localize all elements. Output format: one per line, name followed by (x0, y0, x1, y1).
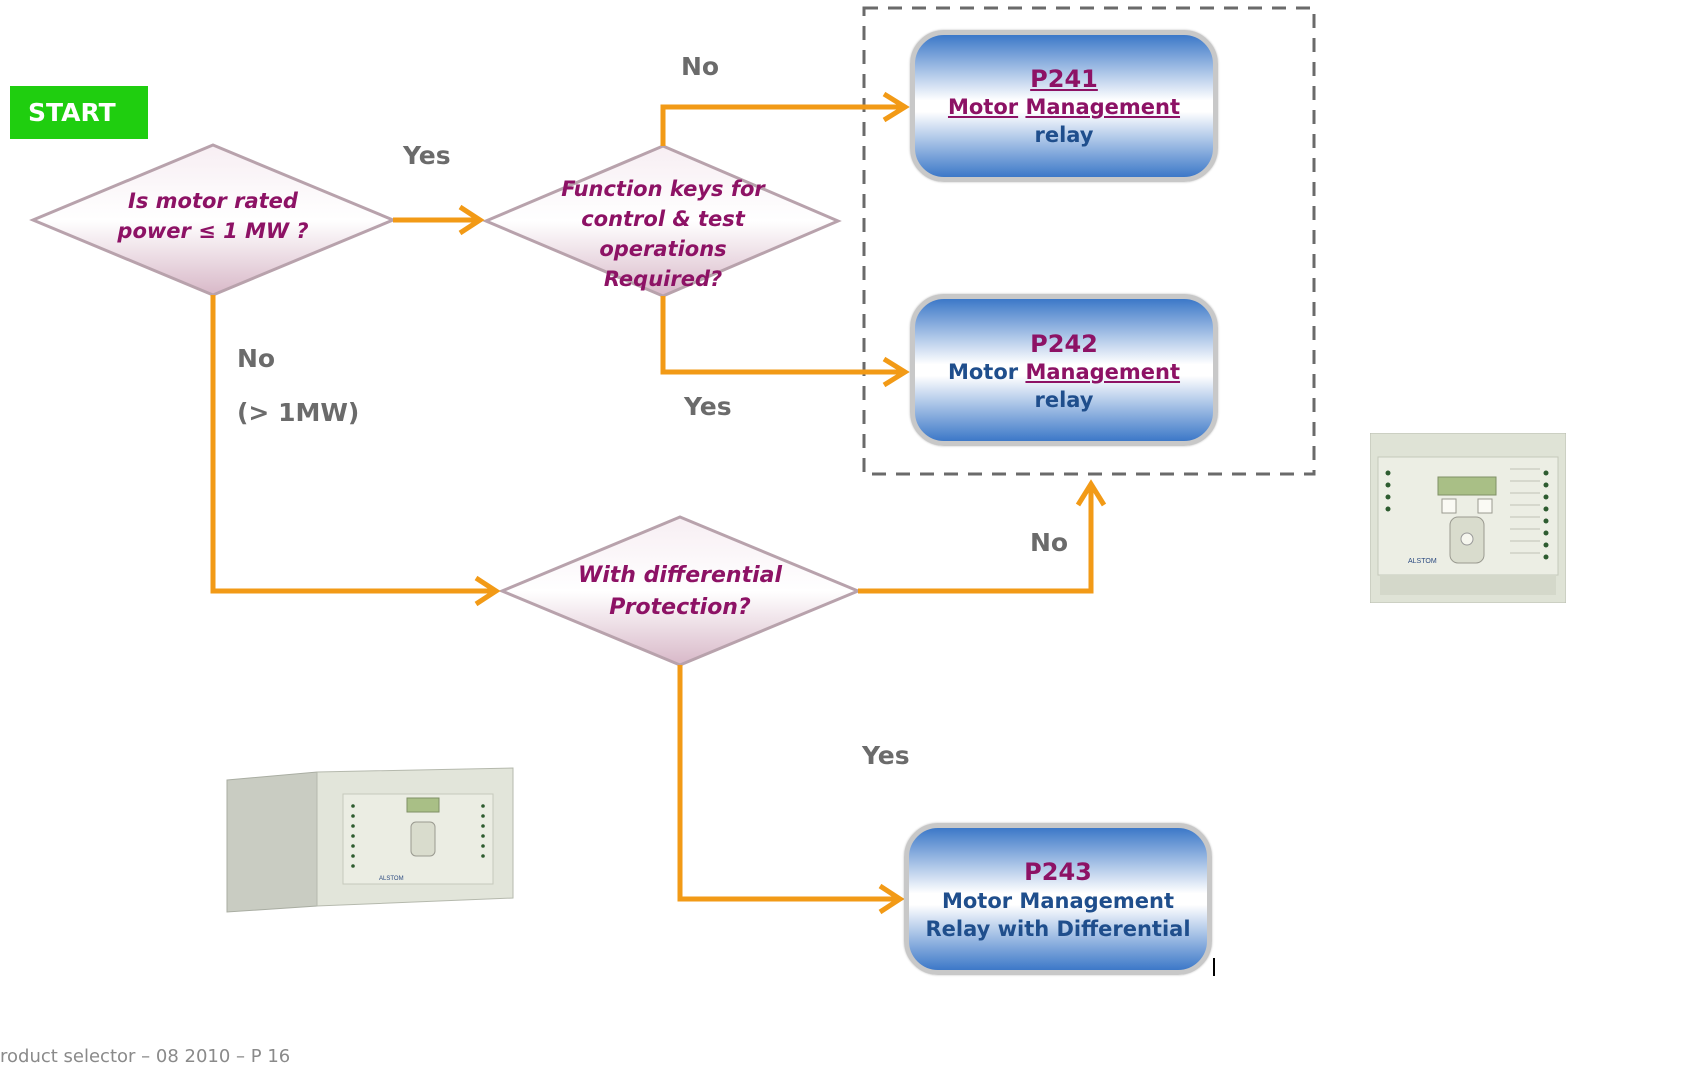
product-box-p242[interactable]: P242 Motor Management relay (910, 294, 1218, 446)
arrowhead-q2-no (882, 91, 910, 123)
question-differential-line2: Protection? (609, 595, 751, 620)
label-yes-q3: Yes (862, 741, 910, 770)
question-motor-power-line2: power ≤ 1 MW ? (117, 219, 309, 243)
start-badge: START (10, 86, 148, 139)
connector-q2-no (660, 104, 903, 146)
product-title-p242-motor: Motor (947, 360, 1019, 384)
question-function-keys-line2: control & test operations (581, 207, 745, 261)
product-title-p242: Motor Management (915, 360, 1213, 384)
relay-front-image: ALSTOM (1370, 433, 1566, 603)
question-differential: With differential Protection? (560, 560, 800, 624)
question-differential-line1: With differential (577, 563, 783, 588)
arrowhead-q1-yes (458, 204, 485, 236)
product-code-p243: P243 (1024, 858, 1092, 886)
product-title-p241: Motor Management (915, 95, 1213, 119)
product-code-p242: P242 (1030, 330, 1098, 358)
product-code-p241: P241 (1030, 65, 1098, 93)
question-function-keys: Function keys for control & test operati… (523, 174, 803, 294)
product-title-p243: Motor Management (941, 889, 1175, 913)
relay-front-brand: ALSTOM (1408, 558, 1437, 565)
connector-q1-no (210, 295, 494, 594)
dashed-group-frame (862, 6, 1316, 476)
product-box-p241[interactable]: P241 Motor Management relay (910, 30, 1218, 182)
question-function-keys-line3: Required? (603, 267, 723, 291)
product-subtitle-p242: relay (1034, 388, 1094, 412)
product-title-p241-management: Management (1025, 95, 1181, 119)
footer-text: roduct selector – 08 2010 – P 16 (0, 1046, 291, 1067)
label-no-q1: No (237, 344, 276, 373)
arrowhead-q2-yes (882, 356, 910, 388)
connector-q2-yes (660, 296, 903, 375)
label-no-q3: No (1030, 528, 1069, 557)
product-box-p243[interactable]: P243 Motor Management Relay with Differe… (904, 823, 1212, 975)
product-title-p241-motor: Motor (947, 95, 1019, 119)
label-no-q2: No (681, 52, 720, 81)
product-subtitle-p243: Relay with Differential (925, 917, 1191, 941)
product-subtitle-p241: relay (1034, 123, 1094, 147)
label-no-q1-sub: (> 1MW) (237, 398, 360, 427)
label-yes-q1: Yes (403, 141, 451, 170)
arrowhead-q3-no (1075, 479, 1107, 507)
arrowhead-q3-yes (878, 883, 905, 915)
relay-perspective-brand: ALSTOM (379, 876, 404, 882)
label-yes-q2: Yes (684, 392, 732, 421)
question-function-keys-line1: Function keys for (561, 177, 765, 201)
connector-q3-yes (677, 665, 898, 902)
relay-perspective-image: ALSTOM (221, 766, 517, 914)
question-motor-power: Is motor rated power ≤ 1 MW ? (113, 186, 313, 246)
connector-q3-no (858, 486, 1094, 594)
question-motor-power-line1: Is motor rated (128, 189, 298, 213)
product-title-p242-management: Management (1025, 360, 1181, 384)
arrowhead-q1-no (474, 575, 501, 607)
